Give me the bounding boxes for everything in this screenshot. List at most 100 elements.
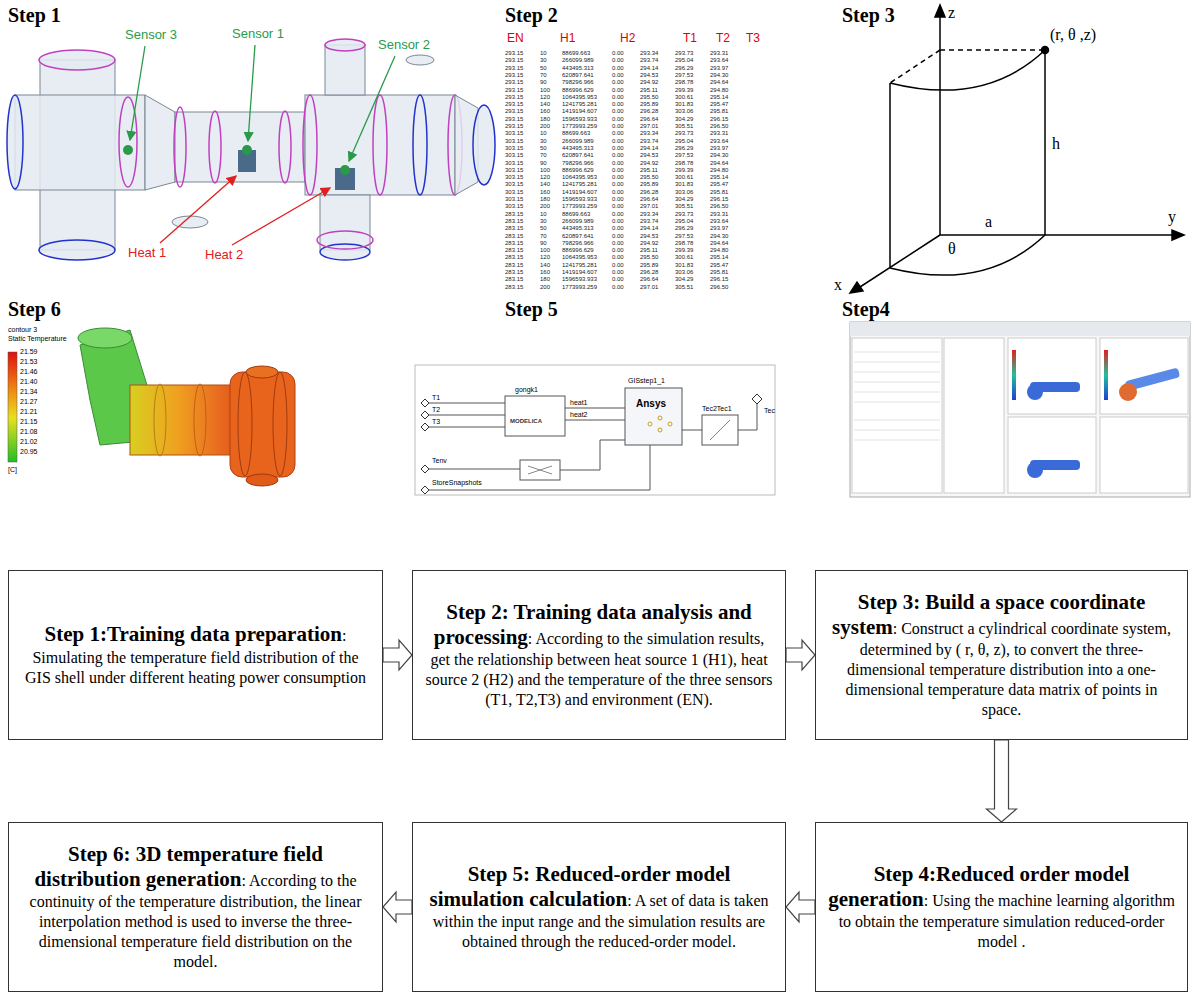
table-cell: 0.00 [612, 79, 624, 86]
table-cell: 296.15 [710, 196, 728, 203]
dimension-label: h [1052, 135, 1060, 153]
table-cell: 305.51 [675, 203, 693, 210]
logo-text: Ansys [636, 398, 666, 409]
table-cell: 0.00 [612, 174, 624, 181]
table-cell: 283.15 [505, 276, 523, 283]
table-cell: 293.73 [675, 50, 693, 57]
sensor-label: Sensor 1 [232, 27, 284, 41]
table-cell: 294.53 [640, 233, 658, 240]
table-cell: 160 [540, 108, 550, 115]
table-cell: 295.11 [640, 247, 658, 254]
table-cell: 293.34 [640, 50, 658, 57]
table-cell: 1064395.953 [562, 174, 597, 181]
table-cell: 294.14 [640, 145, 658, 152]
axis-label: y [1168, 208, 1176, 226]
table-cell: 200 [540, 284, 550, 291]
table-cell: 283.15 [505, 254, 523, 261]
signal-label: heat2 [570, 411, 588, 419]
table-cell: 295.14 [710, 254, 728, 261]
table-cell: 294.92 [640, 240, 658, 247]
table-cell: 30 [540, 218, 547, 225]
table-cell: 443495.313 [562, 225, 594, 232]
table-cell: 296.50 [710, 203, 728, 210]
table-cell: 620897.641 [562, 233, 594, 240]
table-cell: 283.15 [505, 269, 523, 276]
box-text: Step 6: 3D temperature field distributio… [19, 842, 372, 972]
table-cell: 30 [540, 57, 547, 64]
table-cell: 300.61 [675, 174, 693, 181]
table-cell: 0.00 [612, 101, 624, 108]
table-cell: 295.47 [710, 101, 728, 108]
table-cell: 283.15 [505, 233, 523, 240]
table-cell: 283.15 [505, 240, 523, 247]
step-label: Step 1 [8, 4, 61, 26]
table-cell: 293.15 [505, 101, 523, 108]
table-cell: 303.06 [675, 108, 693, 115]
table-cell: 70 [540, 152, 547, 159]
table-cell: 443495.313 [562, 145, 594, 152]
table-cell: 293.15 [505, 65, 523, 72]
table-cell: 1241795.281 [562, 262, 597, 269]
box-text: Step 4:Reduced order model generation: U… [826, 862, 1177, 952]
table-cell: 200 [540, 123, 550, 130]
table-cell: 296.15 [710, 276, 728, 283]
table-cell: 120 [540, 174, 550, 181]
table-cell: 295.50 [640, 94, 658, 101]
table-cell: 294.80 [710, 167, 728, 174]
process-box: Step 1:Training data preparation: Simula… [8, 570, 383, 740]
colorbar-title: Static Temperature [8, 335, 67, 343]
table-cell: 296.50 [710, 284, 728, 291]
table-cell: 266099.989 [562, 138, 594, 145]
table-cell: 294.92 [640, 160, 658, 167]
table-cell: 295.11 [640, 167, 658, 174]
table-cell: 293.15 [505, 87, 523, 94]
port-label: StoreSnapshots [432, 479, 482, 487]
table-cell: 50 [540, 225, 547, 232]
gis-model [7, 39, 495, 260]
table-cell: 301.83 [675, 262, 693, 269]
box-text: Step 1:Training data preparation: Simula… [19, 622, 372, 687]
signal-label: heat1 [570, 399, 588, 407]
table-cell: 0.00 [612, 276, 624, 283]
table-cell: 294.14 [640, 225, 658, 232]
table-cell: 301.83 [675, 101, 693, 108]
table-cell: 0.00 [612, 269, 624, 276]
table-cell: 200 [540, 203, 550, 210]
table-cell: 798296.966 [562, 79, 594, 86]
table-cell: 296.64 [640, 196, 658, 203]
port-label: T2 [432, 406, 440, 414]
table-cell: 296.28 [640, 269, 658, 276]
table-cell: 283.15 [505, 247, 523, 254]
table-cell: 620897.641 [562, 152, 594, 159]
table-cell: 0.00 [612, 145, 624, 152]
table-cell: 70 [540, 72, 547, 79]
table-cell: 294.14 [640, 65, 658, 72]
table-header: EN [507, 32, 524, 45]
table-cell: 293.64 [710, 57, 728, 64]
table-header: T2 [716, 32, 730, 45]
table-cell: 293.31 [710, 130, 728, 137]
angle-label: θ [948, 240, 956, 258]
table-cell: 1773993.259 [562, 284, 597, 291]
leader-lines [130, 45, 395, 245]
table-cell: 303.15 [505, 189, 523, 196]
colorbar-value: 21.53 [20, 358, 38, 366]
table-cell: 1419194.607 [562, 269, 597, 276]
table-cell: 120 [540, 254, 550, 261]
table-cell: 798296.966 [562, 160, 594, 167]
colorbar-value: 21.34 [20, 388, 38, 396]
table-cell: 294.30 [710, 152, 728, 159]
table-cell: 295.14 [710, 94, 728, 101]
table-cell: 298.78 [675, 240, 693, 247]
colorbar-value: 21.46 [20, 368, 38, 376]
table-cell: 293.15 [505, 79, 523, 86]
table-cell: 180 [540, 116, 550, 123]
process-box: Step 4:Reduced order model generation: U… [815, 822, 1188, 992]
colorbar-value: 21.40 [20, 378, 38, 386]
table-cell: 297.53 [675, 233, 693, 240]
colorbar-value: 21.27 [20, 398, 38, 406]
table-cell: 0.00 [612, 94, 624, 101]
block-name: gongk1 [515, 386, 538, 394]
table-cell: 294.92 [640, 79, 658, 86]
table-cell: 295.47 [710, 181, 728, 188]
